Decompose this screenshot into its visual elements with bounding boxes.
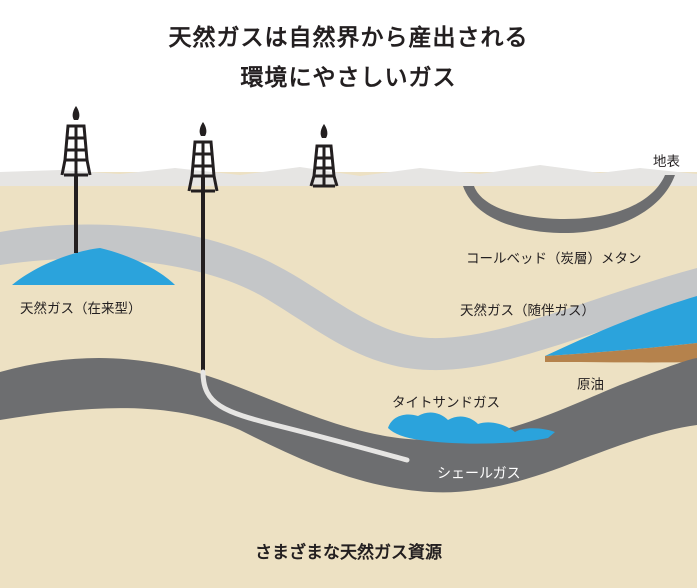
horizontal-well-bore	[200, 369, 410, 463]
rig-icon-3	[309, 124, 339, 188]
rig-icon-2	[187, 122, 219, 193]
label-associated-gas: 天然ガス（随伴ガス）	[460, 303, 595, 319]
tight-sand-gas-pool	[388, 412, 555, 444]
title-line-1: 天然ガスは自然界から産出される	[168, 25, 529, 51]
gray-upper-layer	[0, 224, 697, 371]
coalbed-seam	[463, 175, 675, 234]
drilling-rigs	[60, 106, 339, 193]
rig-icon-1	[60, 106, 92, 177]
shale-layer	[0, 358, 697, 493]
caption: さまざまな天然ガス資源	[255, 543, 442, 563]
label-tight-sand-gas: タイトサンドガス	[392, 395, 500, 411]
label-surface: 地表	[653, 154, 680, 170]
title-line-2: 環境にやさしいガス	[240, 65, 457, 91]
associated-gas-pool	[545, 296, 697, 356]
conventional-gas-pool	[12, 248, 175, 285]
label-shale-gas: シェールガス	[437, 466, 521, 482]
label-crude-oil: 原油	[577, 377, 604, 393]
label-coalbed-methane: コールベッド（炭層）メタン	[466, 251, 642, 267]
crude-oil-layer	[545, 343, 697, 363]
label-conventional-gas: 天然ガス（在来型）	[20, 301, 142, 317]
surface-band	[0, 165, 697, 186]
ground-body	[0, 172, 697, 588]
